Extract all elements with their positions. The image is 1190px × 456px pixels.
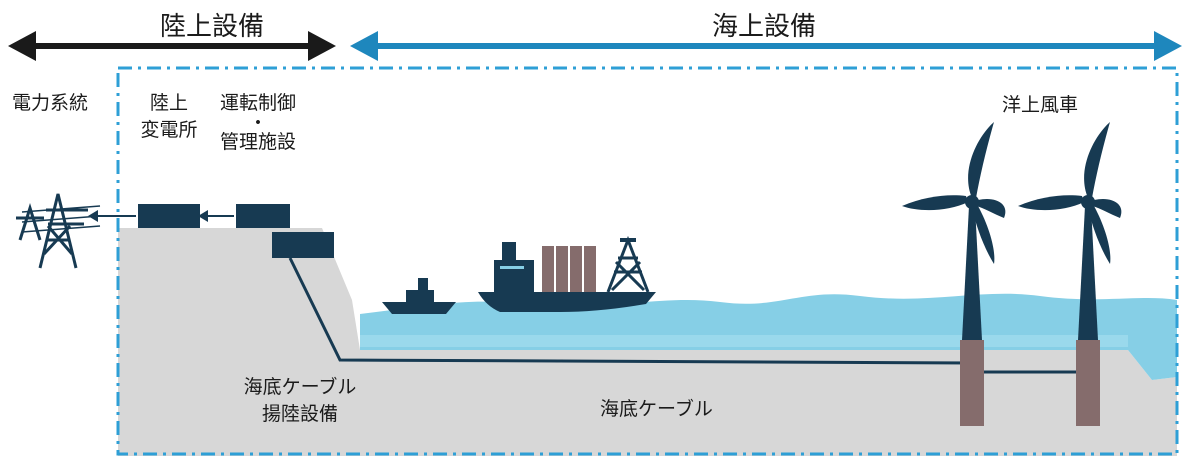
offshore-boundary-dashed: [116, 66, 1179, 456]
flow-arrows: [88, 210, 234, 222]
offshore-wind-turbine-2: [1018, 122, 1122, 426]
offshore-wind-label: 洋上風車: [1002, 94, 1079, 116]
land-facilities-arrow: [8, 31, 336, 61]
transmission-tower-icon: [16, 193, 101, 269]
cable-landing-label: 海底ケーブル 揚陸設備: [236, 374, 364, 428]
operation-facility-box: [236, 204, 290, 228]
operation-facility-line2: 管理施設: [219, 131, 296, 153]
water-band: [360, 335, 1128, 347]
offshore-facilities-title: 海上設備: [712, 12, 817, 42]
operation-facility-label: 運転制御 ・ 管理施設: [210, 90, 306, 156]
land-facilities-title: 陸上設備: [160, 12, 265, 42]
cable-landing-box: [272, 232, 334, 258]
offshore-facilities-arrow: [350, 31, 1182, 61]
onshore-substation-line1: 陸上: [149, 92, 188, 114]
operation-facility-line1: 運転制御: [219, 92, 296, 114]
tugboat-icon: [382, 278, 456, 314]
seabed-land-mass: [118, 228, 1177, 456]
offshore-wind-turbine-1: [902, 122, 1006, 426]
onshore-substation-label: 陸上 変電所: [132, 90, 206, 144]
cable-landing-line2: 揚陸設備: [261, 403, 338, 425]
cable-landing-line1: 海底ケーブル: [243, 376, 357, 398]
cargo-ship-icon: [478, 235, 656, 312]
power-grid-label: 電力系統: [12, 92, 89, 114]
operation-facility-dot: ・: [248, 112, 268, 134]
submarine-cable-label: 海底ケーブル: [600, 398, 713, 420]
onshore-substation-box: [138, 204, 200, 228]
onshore-substation-line2: 変電所: [140, 119, 198, 141]
